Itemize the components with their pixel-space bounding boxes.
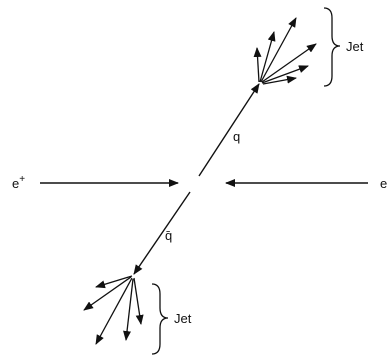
upper-jet-brace [323,7,341,87]
upper-jet-arrows [253,17,317,85]
antiquark-line [133,191,191,275]
upper-jet-particle [261,43,317,83]
quark-line [198,83,260,177]
lower-jet-particle [123,278,134,341]
quark-label: q [233,129,240,144]
e-plus-label: e+ [12,174,25,191]
lower-jet-label: Jet [174,311,192,326]
lower-jet-particle [95,277,133,345]
upper-jet-particle [259,31,276,83]
e-minus-label: e [380,176,387,191]
lower-jet-particle [83,276,132,311]
upper-jet-label: Jet [346,39,364,54]
lower-jet-particle [95,275,133,289]
lower-jet-particle [133,277,144,325]
lower-jet-arrows [83,275,144,345]
antiquark-label: q̄ [165,228,172,243]
upper-jet-particle [253,47,262,83]
upper-jet-particle [262,75,297,85]
upper-jet-particle [261,65,309,84]
upper-jet-particle [260,17,297,83]
lower-jet-brace [151,283,169,355]
